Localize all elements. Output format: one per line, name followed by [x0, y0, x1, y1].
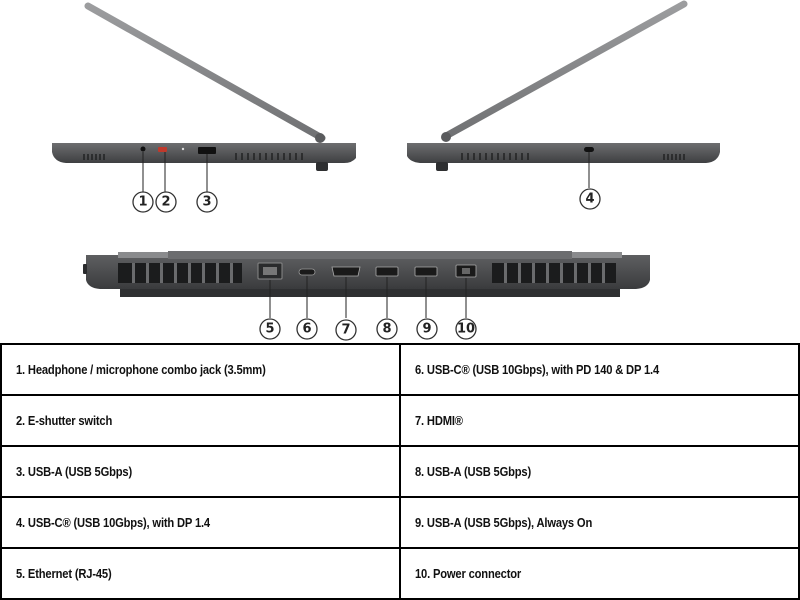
legend-cell-2: 2. E-shutter switch	[0, 394, 401, 447]
right-view-hinge	[441, 132, 451, 142]
hdmi-port	[331, 266, 361, 277]
usb-a-port-left	[198, 147, 216, 154]
left-view-vent	[83, 153, 303, 160]
svg-text:1: 1	[138, 195, 147, 210]
usb-a-port-back-2	[414, 266, 438, 277]
e-shutter-switch	[158, 147, 167, 152]
usb-a-port-back-1	[375, 266, 399, 277]
svg-text:9: 9	[422, 322, 431, 337]
legend-row: 4. USB-C® (USB 10Gbps), with DP 1.4 9. U…	[0, 496, 800, 549]
callout-9: 9	[416, 318, 438, 340]
callout-2: 2	[155, 191, 177, 213]
right-view-lid	[442, 0, 688, 140]
laptop-ports-figure: 1 2 3 4 5 6 7 8	[52, 0, 720, 341]
callout-6: 6	[296, 318, 318, 340]
callout-5: 5	[259, 318, 281, 340]
right-view-vent	[461, 153, 685, 160]
legend-cell-1: 1. Headphone / microphone combo jack (3.…	[0, 343, 401, 396]
ethernet-port	[257, 262, 283, 280]
usb-c-port-back	[298, 268, 316, 276]
callout-8: 8	[376, 318, 398, 340]
left-side-view	[52, 2, 356, 192]
back-left-grille	[118, 263, 242, 283]
svg-text:3: 3	[202, 195, 211, 210]
headphone-jack-port	[140, 146, 146, 152]
callout-3: 3	[196, 191, 218, 213]
svg-text:6: 6	[302, 322, 311, 337]
svg-text:2: 2	[161, 195, 170, 210]
callout-1: 1	[132, 191, 154, 213]
svg-text:4: 4	[585, 192, 594, 207]
svg-text:8: 8	[382, 322, 391, 337]
svg-text:5: 5	[265, 322, 274, 337]
legend-cell-5: 5. Ethernet (RJ-45)	[0, 547, 401, 600]
svg-text:10: 10	[457, 322, 475, 337]
legend-row: 5. Ethernet (RJ-45) 10. Power connector	[0, 547, 800, 600]
legend-cell-7: 7. HDMI®	[399, 394, 800, 447]
legend-cell-10: 10. Power connector	[399, 547, 800, 600]
legend-cell-4: 4. USB-C® (USB 10Gbps), with DP 1.4	[0, 496, 401, 549]
callout-4: 4	[579, 188, 601, 210]
legend-cell-6: 6. USB-C® (USB 10Gbps), with PD 140 & DP…	[399, 343, 800, 396]
legend-cell-3: 3. USB-A (USB 5Gbps)	[0, 445, 401, 498]
usb-c-port-right	[584, 147, 594, 152]
port-legend-table: 1. Headphone / microphone combo jack (3.…	[0, 343, 800, 600]
legend-cell-8: 8. USB-A (USB 5Gbps)	[399, 445, 800, 498]
legend-row: 3. USB-A (USB 5Gbps) 8. USB-A (USB 5Gbps…	[0, 445, 800, 498]
right-view-base	[407, 143, 720, 163]
left-view-lid	[84, 2, 326, 142]
callout-7: 7	[335, 319, 357, 341]
legend-row: 2. E-shutter switch 7. HDMI®	[0, 394, 800, 447]
back-view	[83, 251, 650, 318]
svg-text:7: 7	[341, 323, 350, 338]
callouts: 1 2 3 4 5 6 7 8	[132, 188, 601, 341]
power-connector-port	[455, 264, 477, 278]
callout-10: 10	[455, 318, 477, 340]
legend-cell-9: 9. USB-A (USB 5Gbps), Always On	[399, 496, 800, 549]
right-side-view	[407, 0, 720, 188]
legend-row: 1. Headphone / microphone combo jack (3.…	[0, 343, 800, 396]
back-right-grille	[492, 263, 616, 283]
left-view-hinge	[315, 133, 325, 143]
